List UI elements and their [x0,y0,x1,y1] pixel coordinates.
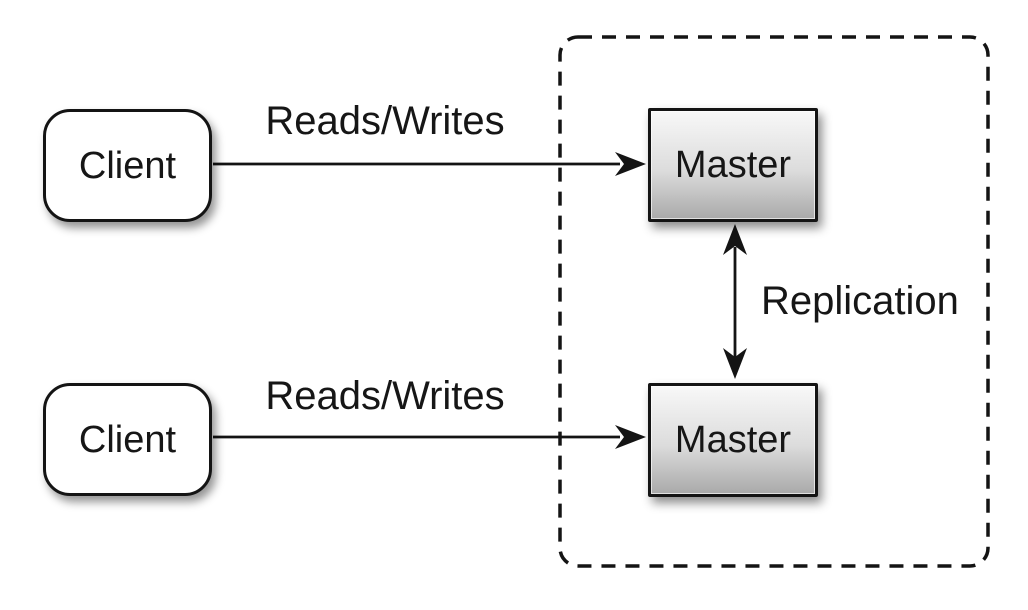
client-node-top: Client [43,109,212,222]
reads-writes-label-bottom: Reads/Writes [265,374,505,418]
reads-writes-label-top: Reads/Writes [265,99,505,143]
replication-group-border [558,35,990,568]
client-node-top-label: Client [78,144,177,187]
master-node-bottom: Master [648,383,818,497]
replication-label: Replication [761,279,959,323]
replication-arrow [723,224,747,379]
arrowhead-up [723,224,747,255]
arrowhead-right-bottom [615,425,646,449]
client-node-bottom-label: Client [78,418,177,461]
client-node-bottom: Client [43,383,212,496]
master-node-top: Master [648,108,818,222]
reads-writes-arrow-bottom [213,425,646,449]
arrowhead-right-top [615,152,646,176]
reads-writes-arrow-top [213,152,646,176]
master-node-bottom-label: Master [674,419,792,461]
arrowhead-down [723,348,747,379]
master-node-top-label: Master [674,144,792,186]
